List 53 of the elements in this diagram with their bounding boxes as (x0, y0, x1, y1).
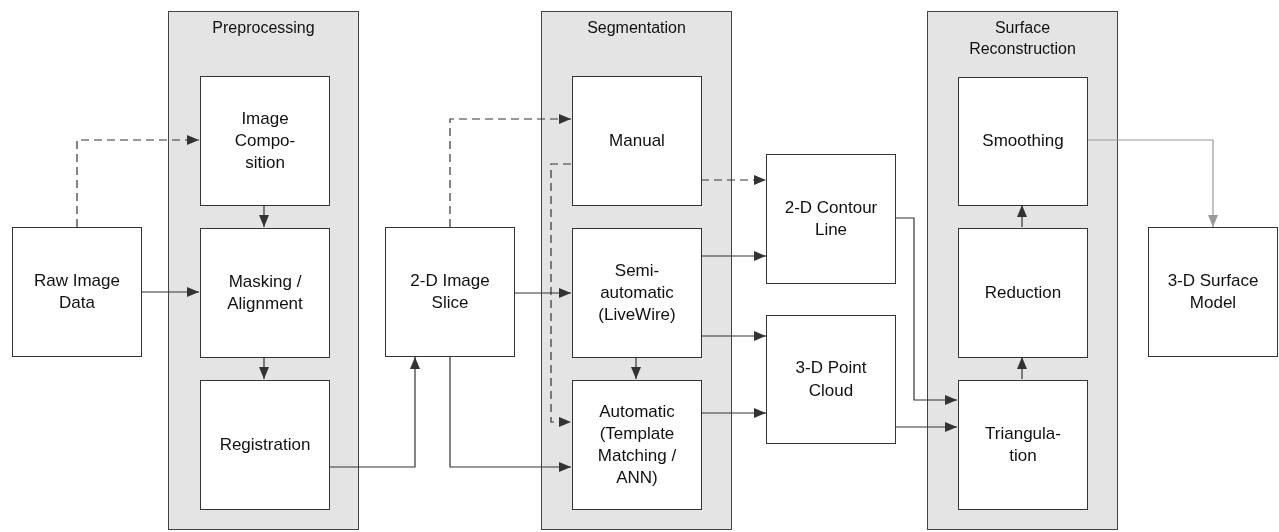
process-box (958, 228, 1088, 358)
process-box (572, 228, 702, 358)
process-box (766, 315, 896, 444)
stage-panel (541, 11, 732, 530)
stage-title: Preprocessing (211, 18, 316, 38)
process-box (572, 380, 702, 510)
box-label: Image Compo- sition (233, 107, 297, 175)
stage-panel (168, 11, 359, 530)
arrow (1086, 139, 1218, 228)
arrow (259, 356, 269, 380)
stage-panel (927, 11, 1118, 530)
process-box (200, 228, 330, 358)
stage-title: Surface Reconstruction (968, 18, 1077, 59)
box-label: Registration (219, 433, 311, 456)
stage-title: Segmentation (586, 18, 687, 38)
arrow (1017, 204, 1027, 228)
box-label: 3-D Point Cloud (794, 357, 868, 402)
arrow (700, 408, 767, 418)
process-box (572, 76, 702, 206)
process-box (385, 227, 515, 357)
process-box (766, 154, 896, 284)
box-label: Masking / Alignment (226, 270, 304, 315)
box-label: 2-D Image Slice (409, 269, 491, 314)
arrow (1017, 356, 1027, 380)
arrow (328, 356, 420, 468)
box-label: Smoothing (982, 130, 1064, 153)
box-label: Raw Image Data (33, 269, 121, 314)
arrow (449, 356, 572, 472)
arrow (514, 288, 572, 298)
arrow (895, 217, 958, 405)
box-label: Manual (609, 129, 665, 152)
arrow (700, 175, 767, 185)
process-box (958, 77, 1088, 206)
box-label: Triangula- tion (984, 422, 1062, 467)
process-box (1148, 227, 1278, 357)
arrow (895, 422, 958, 432)
box-label: 2-D Contour Line (783, 196, 879, 241)
arrow (631, 356, 641, 380)
box-label: Semi- automatic (LiveWire) (597, 259, 677, 327)
arrow (259, 204, 269, 228)
box-label: Automatic (Template Matching / ANN) (596, 400, 678, 490)
arrow (700, 251, 767, 261)
arrow (449, 114, 572, 228)
process-box (200, 380, 330, 510)
process-box (200, 76, 330, 206)
box-label: 3-D Surface Model (1166, 269, 1260, 314)
box-label: Reduction (984, 281, 1062, 304)
arrow (76, 135, 200, 228)
arrow (141, 287, 200, 297)
process-box (12, 227, 142, 357)
process-box (958, 380, 1088, 510)
arrow (700, 331, 767, 341)
arrow (550, 163, 572, 427)
